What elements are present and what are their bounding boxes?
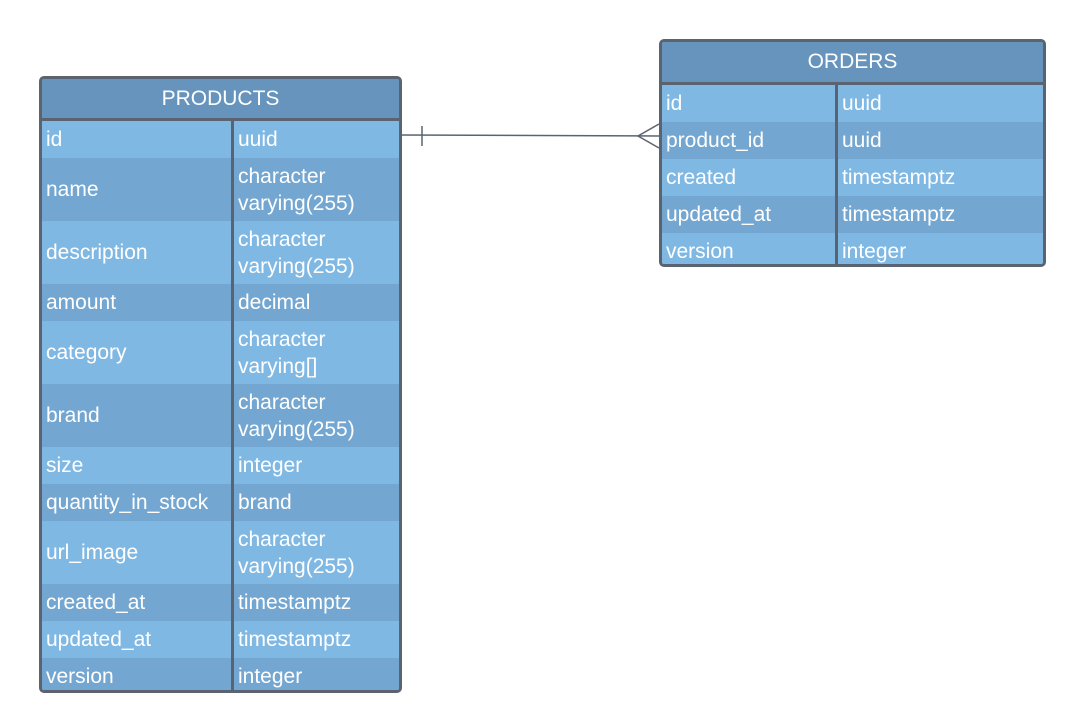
products-column-type: character varying(255) (238, 227, 355, 278)
orders-column-name: id (662, 85, 838, 122)
orders-column-name: product_id (662, 122, 838, 159)
products-column-type: integer (238, 454, 303, 477)
products-column-name: size (42, 447, 234, 484)
products-column-name: created_at (42, 584, 234, 621)
products-column-name: amount (42, 284, 234, 321)
products-column-type: character varying(255) (238, 390, 355, 441)
orders-column-type: timestamptz (842, 203, 956, 226)
products-column-name: id (42, 121, 234, 158)
relationship-line (399, 134, 660, 137)
products-table-title: PRODUCTS (42, 79, 399, 121)
products-column-name: category (42, 321, 234, 384)
products-title-text: PRODUCTS (161, 86, 280, 110)
products-column-name: version (42, 658, 234, 690)
products-column-type: decimal (238, 291, 311, 314)
products-column-name: quantity_in_stock (42, 484, 234, 521)
orders-column-type: integer (842, 240, 907, 263)
products-column-name: brand (42, 384, 234, 447)
orders-column-type: uuid (842, 92, 882, 115)
products-column-type: character varying(255) (238, 164, 355, 215)
orders-title-text: ORDERS (807, 50, 898, 73)
orders-column-name: created (662, 159, 838, 196)
orders-column-name: updated_at (662, 196, 838, 233)
orders-column-name: version (662, 233, 838, 264)
products-column-name: name (42, 158, 234, 221)
products-column-type: timestamptz (238, 591, 352, 614)
products-column-name: description (42, 221, 234, 284)
products-column-name: updated_at (42, 621, 234, 658)
products-column-type: character varying[] (238, 327, 326, 378)
products-column-type: brand (238, 491, 292, 514)
orders-table-title: ORDERS (662, 42, 1043, 85)
orders-column-type: timestamptz (842, 166, 956, 189)
products-column-type: timestamptz (238, 628, 352, 651)
products-column-type: integer (238, 665, 303, 688)
products-column-name: url_image (42, 521, 234, 584)
many-cardinality-crowfoot (636, 123, 660, 149)
products-column-type: uuid (238, 128, 278, 151)
products-column-type: character varying(255) (238, 527, 355, 578)
orders-column-type: uuid (842, 129, 882, 152)
